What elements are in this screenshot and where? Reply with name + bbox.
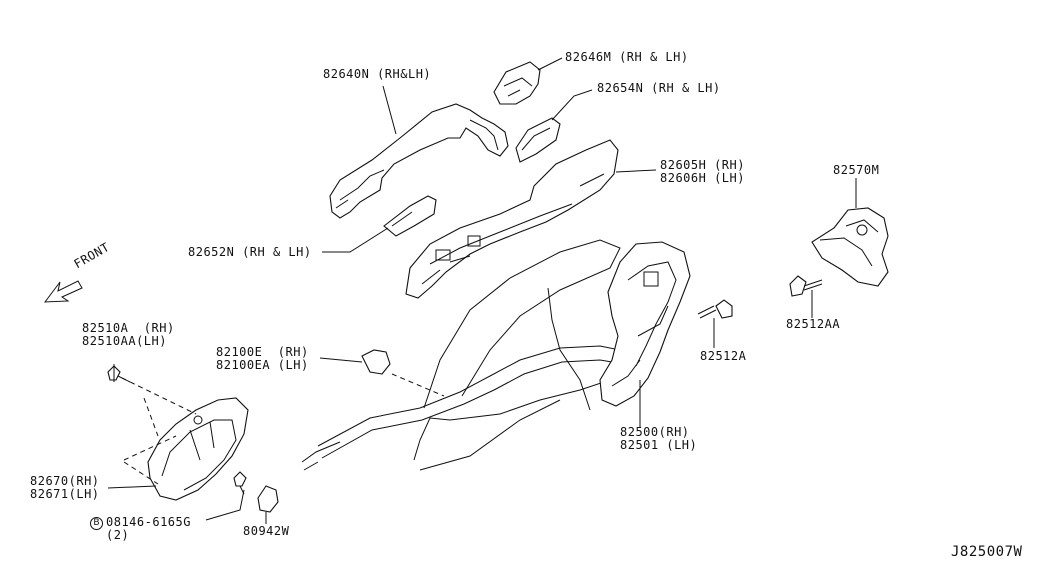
inside-handle-drawing: [147, 397, 249, 501]
callout-inside-handle-lh: 82671(LH): [30, 487, 100, 501]
callout-gasket-front: 82652N (RH & LH): [188, 245, 312, 259]
cap-drawing: [257, 485, 279, 513]
dashed-phantom-lines: [121, 373, 445, 485]
cable-rods-drawing: [301, 239, 641, 471]
gasket-rear-drawing: [515, 117, 561, 163]
callout-outer-handle: 82640N (RH&LH): [323, 67, 432, 81]
striker-drawing: [811, 207, 889, 287]
bolt-drawing: [233, 471, 247, 495]
callout-cap: 80942W: [243, 524, 290, 538]
callout-escutcheon-cap: 82646M (RH & LH): [565, 50, 689, 64]
rod-clip-drawing: [361, 349, 391, 375]
escutcheon-cap-drawing: [493, 61, 541, 105]
inside-screw-drawing: [107, 365, 131, 383]
leader-lines: [107, 57, 857, 524]
callout-bolt-qty: (2): [106, 528, 130, 542]
callout-inside-screw-rh: 82510A (RH): [82, 321, 175, 335]
callout-striker: 82570M: [833, 163, 880, 177]
callout-rod-clip-rh: 82100E (RH): [216, 345, 309, 359]
outer-handle-drawing: [329, 103, 509, 219]
callout-gasket-rear: 82654N (RH & LH): [597, 81, 721, 95]
callout-inside-handle-rh: 82670(RH): [30, 474, 100, 488]
callout-bracket-lh: 82606H (LH): [660, 171, 745, 185]
bolt-circle-icon: B: [90, 517, 103, 530]
callout-lock-rh: 82500(RH): [620, 425, 690, 439]
front-arrow-icon: [43, 280, 83, 303]
diagram-id: J825007W: [951, 544, 1023, 560]
gasket-front-drawing: [383, 195, 437, 237]
handle-bracket-drawing: [405, 139, 619, 299]
callout-lock-lh: 82501 (LH): [620, 438, 698, 452]
door-lock-drawing: [599, 241, 691, 407]
callout-inside-screw-lh: 82510AA(LH): [82, 334, 167, 348]
callout-bolt: 08146-6165G: [106, 515, 191, 529]
callout-bracket-rh: 82605H (RH): [660, 158, 745, 172]
striker-screw-drawing: [789, 275, 823, 297]
callout-rod-clip-lh: 82100EA (LH): [216, 358, 309, 372]
callout-lock-screw: 82512A: [700, 349, 747, 363]
lock-screw-drawing: [697, 299, 733, 319]
callout-striker-screw: 82512AA: [786, 317, 841, 331]
